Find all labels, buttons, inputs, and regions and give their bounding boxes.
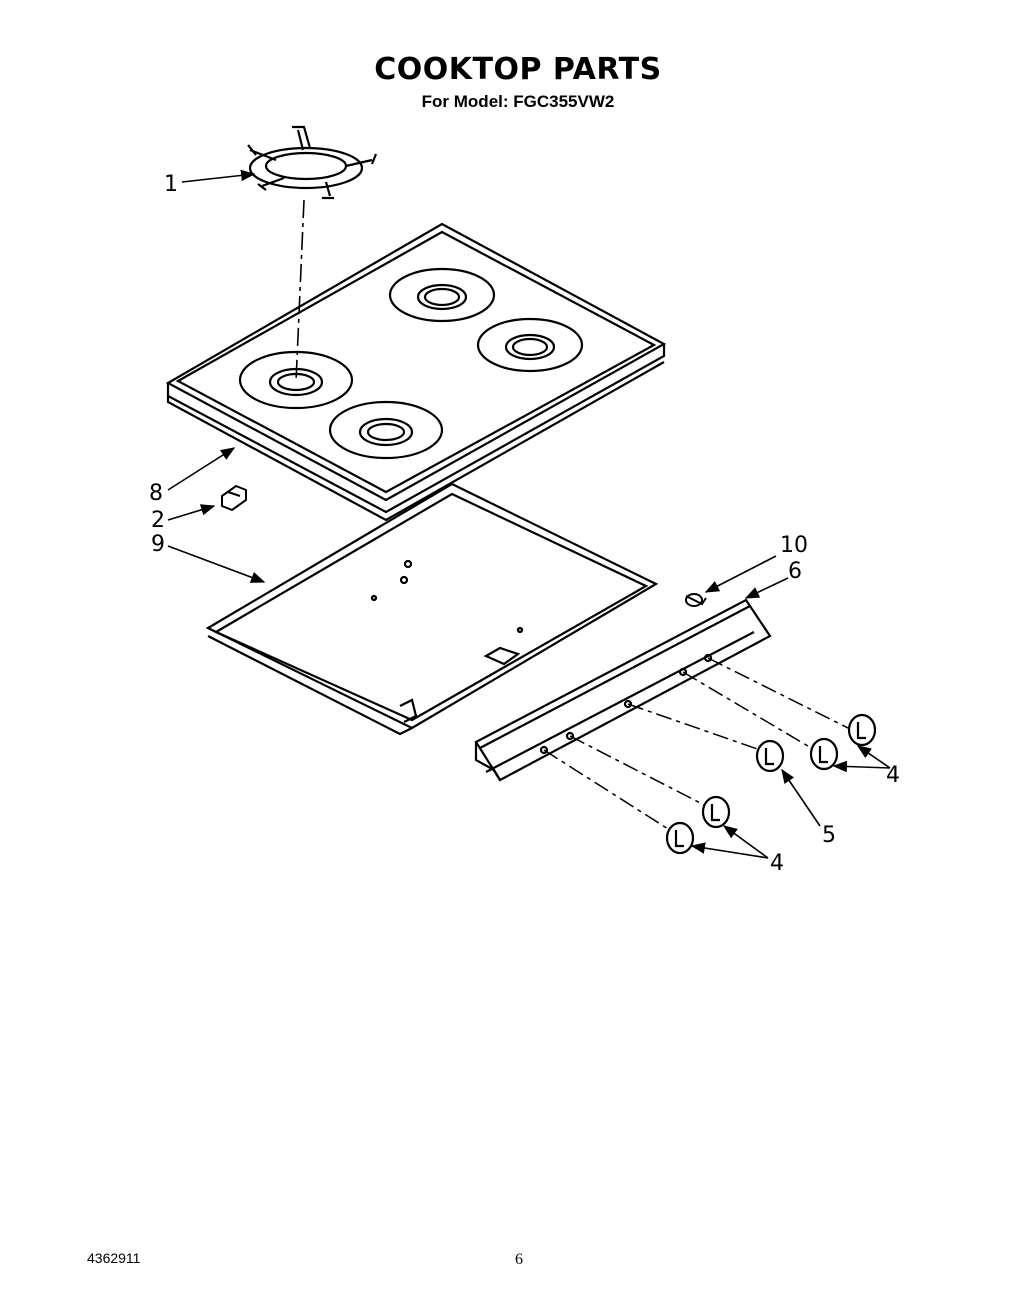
callout-4-bottom: 4	[770, 851, 784, 876]
page-title: COOKTOP PARTS	[374, 52, 662, 87]
burner-rear-right	[476, 317, 584, 373]
callout-4-right: 4	[886, 763, 900, 788]
callout-9: 9	[151, 532, 165, 557]
callout-8: 8	[149, 481, 163, 506]
burner-grate	[247, 125, 378, 200]
callout-6: 6	[788, 559, 802, 584]
burner-knobs	[665, 713, 877, 855]
callout-5: 5	[822, 823, 836, 848]
burner-box	[205, 482, 659, 736]
callout-10: 10	[780, 533, 808, 558]
burner-front-right	[328, 400, 444, 460]
knob-rear-right	[847, 713, 877, 747]
burner-front-left	[238, 350, 354, 410]
valve-fitting	[685, 593, 707, 607]
grate-alignment-line	[295, 199, 305, 383]
page-number: 6	[515, 1251, 523, 1268]
burner-rear-left	[388, 267, 496, 323]
cooktop-clip	[221, 484, 247, 512]
manifold-panel	[474, 598, 772, 782]
callout-leaders	[167, 169, 891, 859]
knob-front-right	[701, 795, 731, 829]
callout-2: 2	[151, 508, 165, 533]
callout-1: 1	[164, 172, 178, 197]
knob-alignment-lines	[543, 657, 857, 835]
knob-rear-left	[809, 737, 839, 771]
cooktop-top	[165, 222, 667, 522]
document-number: 4362911	[87, 1250, 141, 1266]
knob-front-left	[665, 821, 695, 855]
knob-center	[755, 739, 785, 773]
model-subtitle: For Model: FGC355VW2	[421, 92, 615, 111]
